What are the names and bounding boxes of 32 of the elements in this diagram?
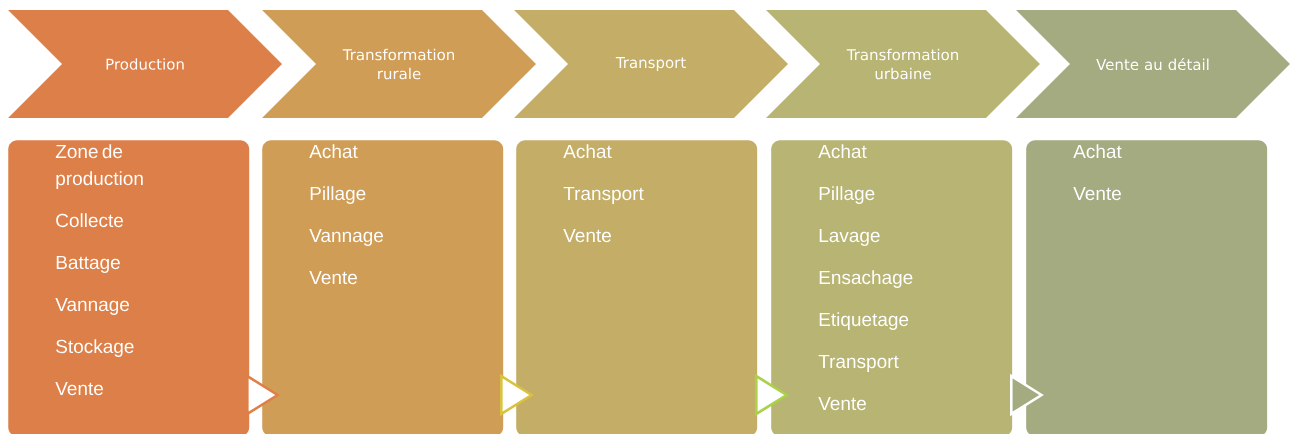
list-item: Vannage xyxy=(55,297,130,315)
list-item: Pillage xyxy=(819,186,875,204)
list-item: Achat xyxy=(1073,144,1122,159)
list-item: Achat xyxy=(818,144,867,159)
step-card xyxy=(771,140,1013,434)
stage-banner: Transformation urbaine xyxy=(766,10,1040,118)
step-card xyxy=(262,140,504,434)
list-item: Transport xyxy=(563,186,644,204)
stage-banner: Transformation rurale xyxy=(262,10,536,118)
stage-banner: Production xyxy=(8,10,282,118)
list-item: Vente xyxy=(1073,186,1121,201)
list-item: Vente xyxy=(309,270,357,285)
stage-banner: Transport xyxy=(514,10,788,118)
list-item: Vannage xyxy=(309,228,383,246)
step-card xyxy=(1026,140,1268,434)
list-item: Pillage xyxy=(310,186,366,204)
list-item: Lavage xyxy=(819,228,880,246)
list-item: Battage xyxy=(56,255,120,273)
list-item: Achat xyxy=(563,144,612,159)
list-item: Vente xyxy=(563,228,611,243)
list-item: Ensachage xyxy=(819,270,913,288)
list-item: Stockage xyxy=(56,339,134,357)
step-card xyxy=(516,140,758,434)
list-item: Etiquetage xyxy=(819,312,909,330)
step-card xyxy=(8,140,250,434)
list-item: Collecte xyxy=(56,213,123,228)
stage-banner: Vente au détail xyxy=(1016,10,1290,118)
list-item: Zone de production xyxy=(55,144,143,189)
list-item: Vente xyxy=(818,396,866,411)
list-item: Vente xyxy=(55,381,103,396)
list-item: Transport xyxy=(818,354,899,372)
list-item: Achat xyxy=(309,144,358,159)
